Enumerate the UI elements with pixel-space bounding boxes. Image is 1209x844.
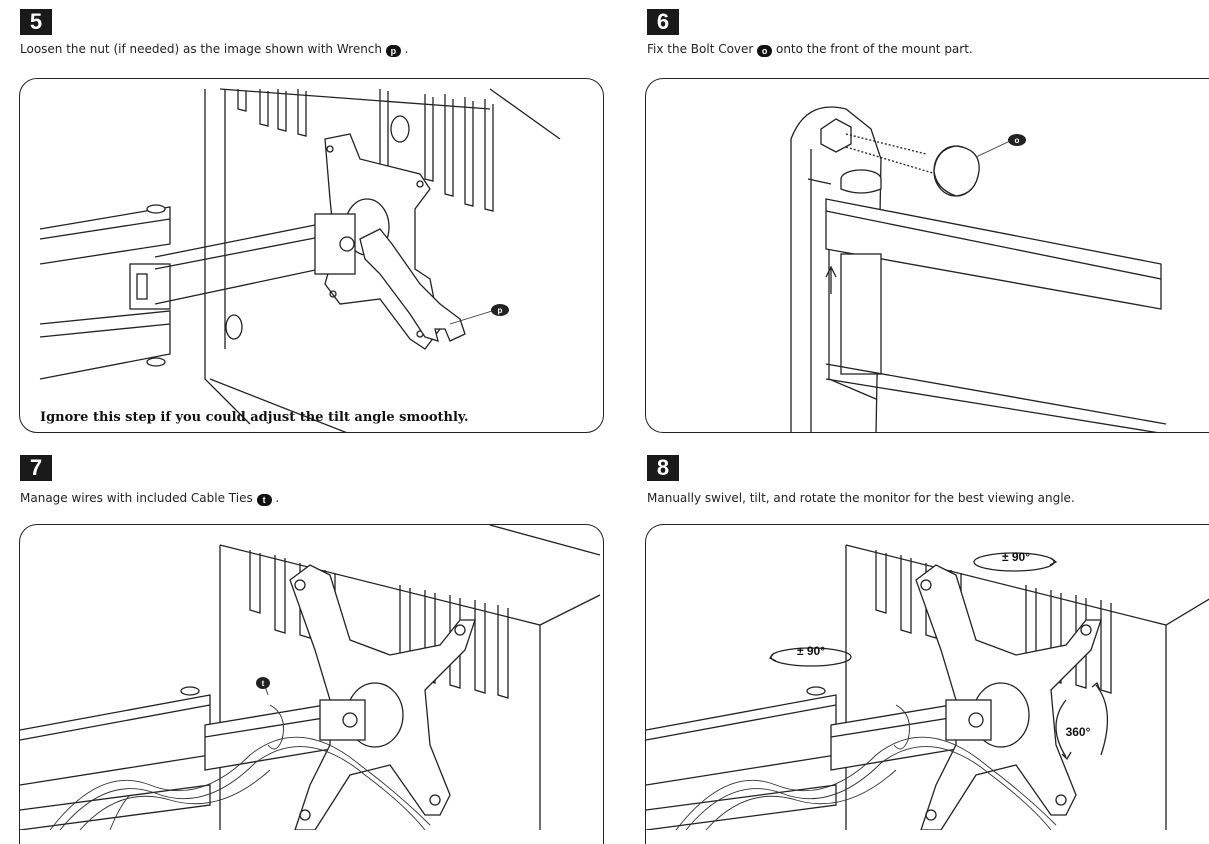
callout-t: t [262,679,265,688]
callout-p: p [498,306,503,315]
cable-management-illustration: t [20,525,601,830]
step-instruction: Manually swivel, tilt, and rotate the mo… [647,491,1075,505]
step-note: Ignore this step if you could adjust the… [40,410,469,425]
part-badge-icon: o [757,45,773,57]
step-number: 5 [20,9,52,35]
step-illustration: t [19,524,604,844]
callout-o: o [1015,136,1020,145]
swivel-label: ± 90° [1002,550,1030,564]
wall-mount-wrench-illustration: p [39,88,561,432]
step-illustration: o [645,78,1209,433]
step-number: 6 [647,9,679,35]
step-illustration: p Ignore this step if you could adjust t… [19,78,604,433]
monitor-adjustment-illustration: ± 90° ± 90° 360° [646,544,1209,830]
step-instruction: Manage wires with included Cable Ties t … [20,491,280,506]
part-badge-icon: t [256,494,272,506]
step-number: 7 [20,455,52,481]
bolt-cover-illustration: o [790,106,1167,432]
step-instruction: Fix the Bolt Cover o onto the front of t… [647,42,973,57]
part-badge-icon: p [385,45,401,57]
rotate-label: 360° [1066,725,1091,739]
tilt-label: ± 90° [797,644,825,658]
step-illustration: ± 90° ± 90° 360° [645,524,1209,844]
step-instruction: Loosen the nut (if needed) as the image … [20,42,409,57]
step-number: 8 [647,455,679,481]
